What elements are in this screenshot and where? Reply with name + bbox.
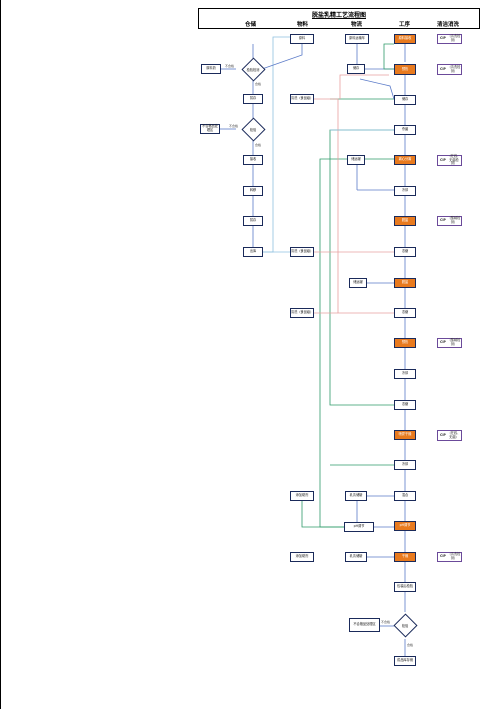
process-step-3: 储存 <box>394 95 416 105</box>
material-box-4: 清洗（食品级） <box>290 308 314 318</box>
column-logistics: 物流 <box>351 22 363 28</box>
cip-tag-6: CIP <box>440 432 446 437</box>
process-step-8: 浓缩 <box>394 247 416 257</box>
cip-tag-4: CIP <box>440 218 446 223</box>
cip-box-5: CIP（酸碱检测） <box>437 338 462 348</box>
logistics-box-6: pH调节 <box>344 522 374 532</box>
page-left-rule <box>0 0 1 709</box>
process-step-1: 原料接收 <box>394 34 416 44</box>
cip-text-5: （酸碱检测） <box>447 338 461 346</box>
cip-text-3: （在线、无菌检测） <box>447 153 461 166</box>
process-step-15: 冷却 <box>394 460 416 470</box>
logistics-box-4: 储运罐 <box>349 278 367 288</box>
cip-text-2: （清洗检测） <box>447 64 461 73</box>
ok-label-2: 合格 <box>255 143 262 147</box>
process-step-9: 脱盐 <box>394 278 416 288</box>
material-box-3: 清洗（食品级） <box>290 247 314 257</box>
process-step-11: 预热 <box>394 338 416 348</box>
process-step-10: 浓缩 <box>394 308 416 318</box>
diagram-title: 脱盐乳精工艺流程图 <box>311 12 366 19</box>
logistics-box-3: 储运罐 <box>347 155 365 165</box>
inspect-label-2: 检验 <box>249 128 257 132</box>
material-box-2: 清洗（食品级） <box>290 94 314 104</box>
cip-tag-1: CIP <box>440 36 446 41</box>
final-reject-label: 不合格 <box>381 620 391 624</box>
logistics-box-7: 乳清储罐 <box>345 552 367 562</box>
cip-box-2: CIP（清洗检测） <box>437 64 462 75</box>
process-step-7: 脱盐 <box>394 216 416 226</box>
logistics-box-5: 乳清储罐 <box>345 491 367 501</box>
outbound-box: 出库 <box>243 247 263 257</box>
process-step-14: 喷雾干燥 <box>394 430 416 440</box>
cip-box-3: CIP（在线、无菌检测） <box>437 153 462 166</box>
cip-box-6: CIP（在线、无菌） <box>437 430 462 441</box>
final-ok-label: 合格 <box>407 643 414 647</box>
cip-box-4: CIP（酸碱检测） <box>437 216 462 226</box>
logistics-reject-box: 不合格品处理区 <box>349 618 380 632</box>
process-step-2: 预热 <box>394 64 416 75</box>
process-step-16: 混合 <box>394 491 416 501</box>
column-process: 工序 <box>399 22 411 28</box>
ok-label-1: 合格 <box>255 82 262 86</box>
cip-tag-3: CIP <box>440 157 446 162</box>
process-step-4: 杀菌 <box>394 125 416 135</box>
cip-text-7: （清洗检测） <box>447 552 461 560</box>
cip-text-1: （清洗检测） <box>447 34 461 42</box>
logistics-box-2: 储存 <box>347 64 365 74</box>
reject-label-1: 不合格 <box>225 64 235 68</box>
process-step-18: 干燥 <box>394 552 416 562</box>
column-materials: 物料 <box>297 22 309 28</box>
cip-tag-2: CIP <box>440 66 446 71</box>
process-step-13: 浓缩 <box>394 400 416 410</box>
cip-text-4: （酸碱检测） <box>447 216 461 224</box>
material-box-1: 原料 <box>290 34 314 44</box>
reject-area-box: 不合格品处理区 <box>200 124 220 134</box>
transfer-box: 转移 <box>243 186 263 196</box>
process-step-6: 冷却 <box>394 186 416 196</box>
cip-box-7: CIP（清洗检测） <box>437 552 462 562</box>
final-inspect-label: 检验 <box>401 624 409 628</box>
cip-tag-7: CIP <box>440 554 446 559</box>
logistics-box-1: 原料运输车 <box>345 34 369 44</box>
reject-label-2: 不合格 <box>229 124 239 128</box>
process-step-19: 包装后检验 <box>394 582 416 592</box>
material-box-6: 添加助剂 <box>290 552 314 562</box>
column-storage: 仓储 <box>245 22 257 28</box>
hold-box: 暂存 <box>243 216 263 226</box>
inspect-label-1: 检验检测 <box>246 68 260 72</box>
material-box-5: 添加助剂 <box>290 491 314 501</box>
cip-box-1: CIP（清洗检测） <box>437 34 462 44</box>
diagram-header: 脱盐乳精工艺流程图 仓储 物料 物流 工序 清洁消洗 <box>198 8 480 29</box>
receive-box: 接收 <box>243 155 263 165</box>
raw-milk-box: 原料奶 <box>201 64 221 74</box>
process-step-5: 离心分离 <box>394 155 416 165</box>
process-step-12: 冷却 <box>394 369 416 379</box>
process-step-final: 成品库存储 <box>394 656 416 666</box>
column-cleaning: 清洁消洗 <box>437 22 460 28</box>
store-box-1: 暂存 <box>243 94 263 104</box>
process-step-17: pH调节 <box>394 521 416 531</box>
cip-text-6: （在线、无菌） <box>447 430 461 439</box>
cip-tag-5: CIP <box>440 340 446 345</box>
